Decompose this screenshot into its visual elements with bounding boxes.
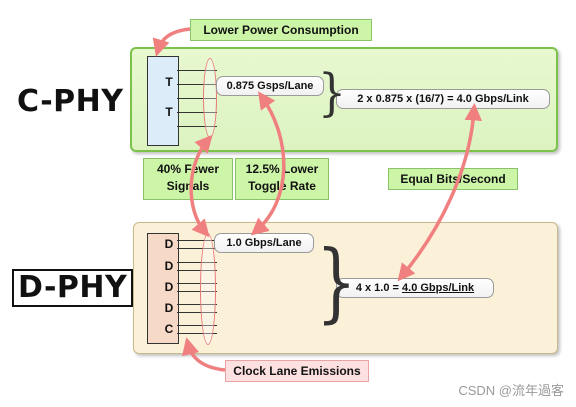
lower-power-callout: Lower Power Consumption <box>190 19 372 41</box>
dphy-link-rate-value: 4.0 Gbps/Link <box>402 282 475 294</box>
dphy-wire <box>177 262 217 263</box>
dphy-pin-label: D <box>164 259 174 273</box>
watermark: CSDN @流年過客 <box>458 383 564 398</box>
dphy-link-rate-prefix: 4 x 1.0 = <box>355 282 403 294</box>
dphy-wire <box>177 312 217 313</box>
dphy-wire <box>177 270 217 271</box>
dphy-wire <box>177 304 217 305</box>
cphy-wire <box>177 98 217 99</box>
toggle-rate-arrow <box>250 91 286 236</box>
dphy-chip <box>147 233 179 344</box>
dphy-wire <box>177 240 217 241</box>
dphy-pin-label: D <box>164 280 174 294</box>
dphy-brace: } <box>316 233 357 334</box>
cphy-brace: } <box>318 63 346 123</box>
dphy-pin-label: D <box>164 237 174 251</box>
cphy-pin-label: T <box>165 75 173 89</box>
clock-lane-callout: Clock Lane Emissions <box>225 360 369 382</box>
dphy-label: D-PHY <box>12 269 134 307</box>
dphy-wire <box>177 325 217 326</box>
cphy-wire <box>177 126 217 127</box>
lower-power-arrow <box>152 27 191 57</box>
dphy-wire <box>177 283 217 284</box>
dphy-wire <box>177 333 217 334</box>
dphy-pin-label: D <box>164 301 174 315</box>
dphy-wire <box>177 291 217 292</box>
cphy-label: C-PHY <box>17 84 124 119</box>
dphy-wire <box>177 248 217 249</box>
cphy-wire <box>177 112 217 113</box>
cphy-wire <box>177 70 217 71</box>
equal-bits-arrow <box>397 103 483 282</box>
fewer-signals-arrow <box>189 134 213 238</box>
dphy-pin-label: C <box>164 322 174 336</box>
dphy-lane-rate-text: 1.0 Gbps/Lane <box>226 237 302 249</box>
cphy-wire <box>177 84 217 85</box>
clock-lane-arrow <box>182 337 226 372</box>
cphy-pin-label: T <box>165 105 173 119</box>
cphy-chip <box>147 56 179 146</box>
dphy-link-rate: 4 x 1.0 = 4.0 Gbps/Link <box>336 278 494 298</box>
